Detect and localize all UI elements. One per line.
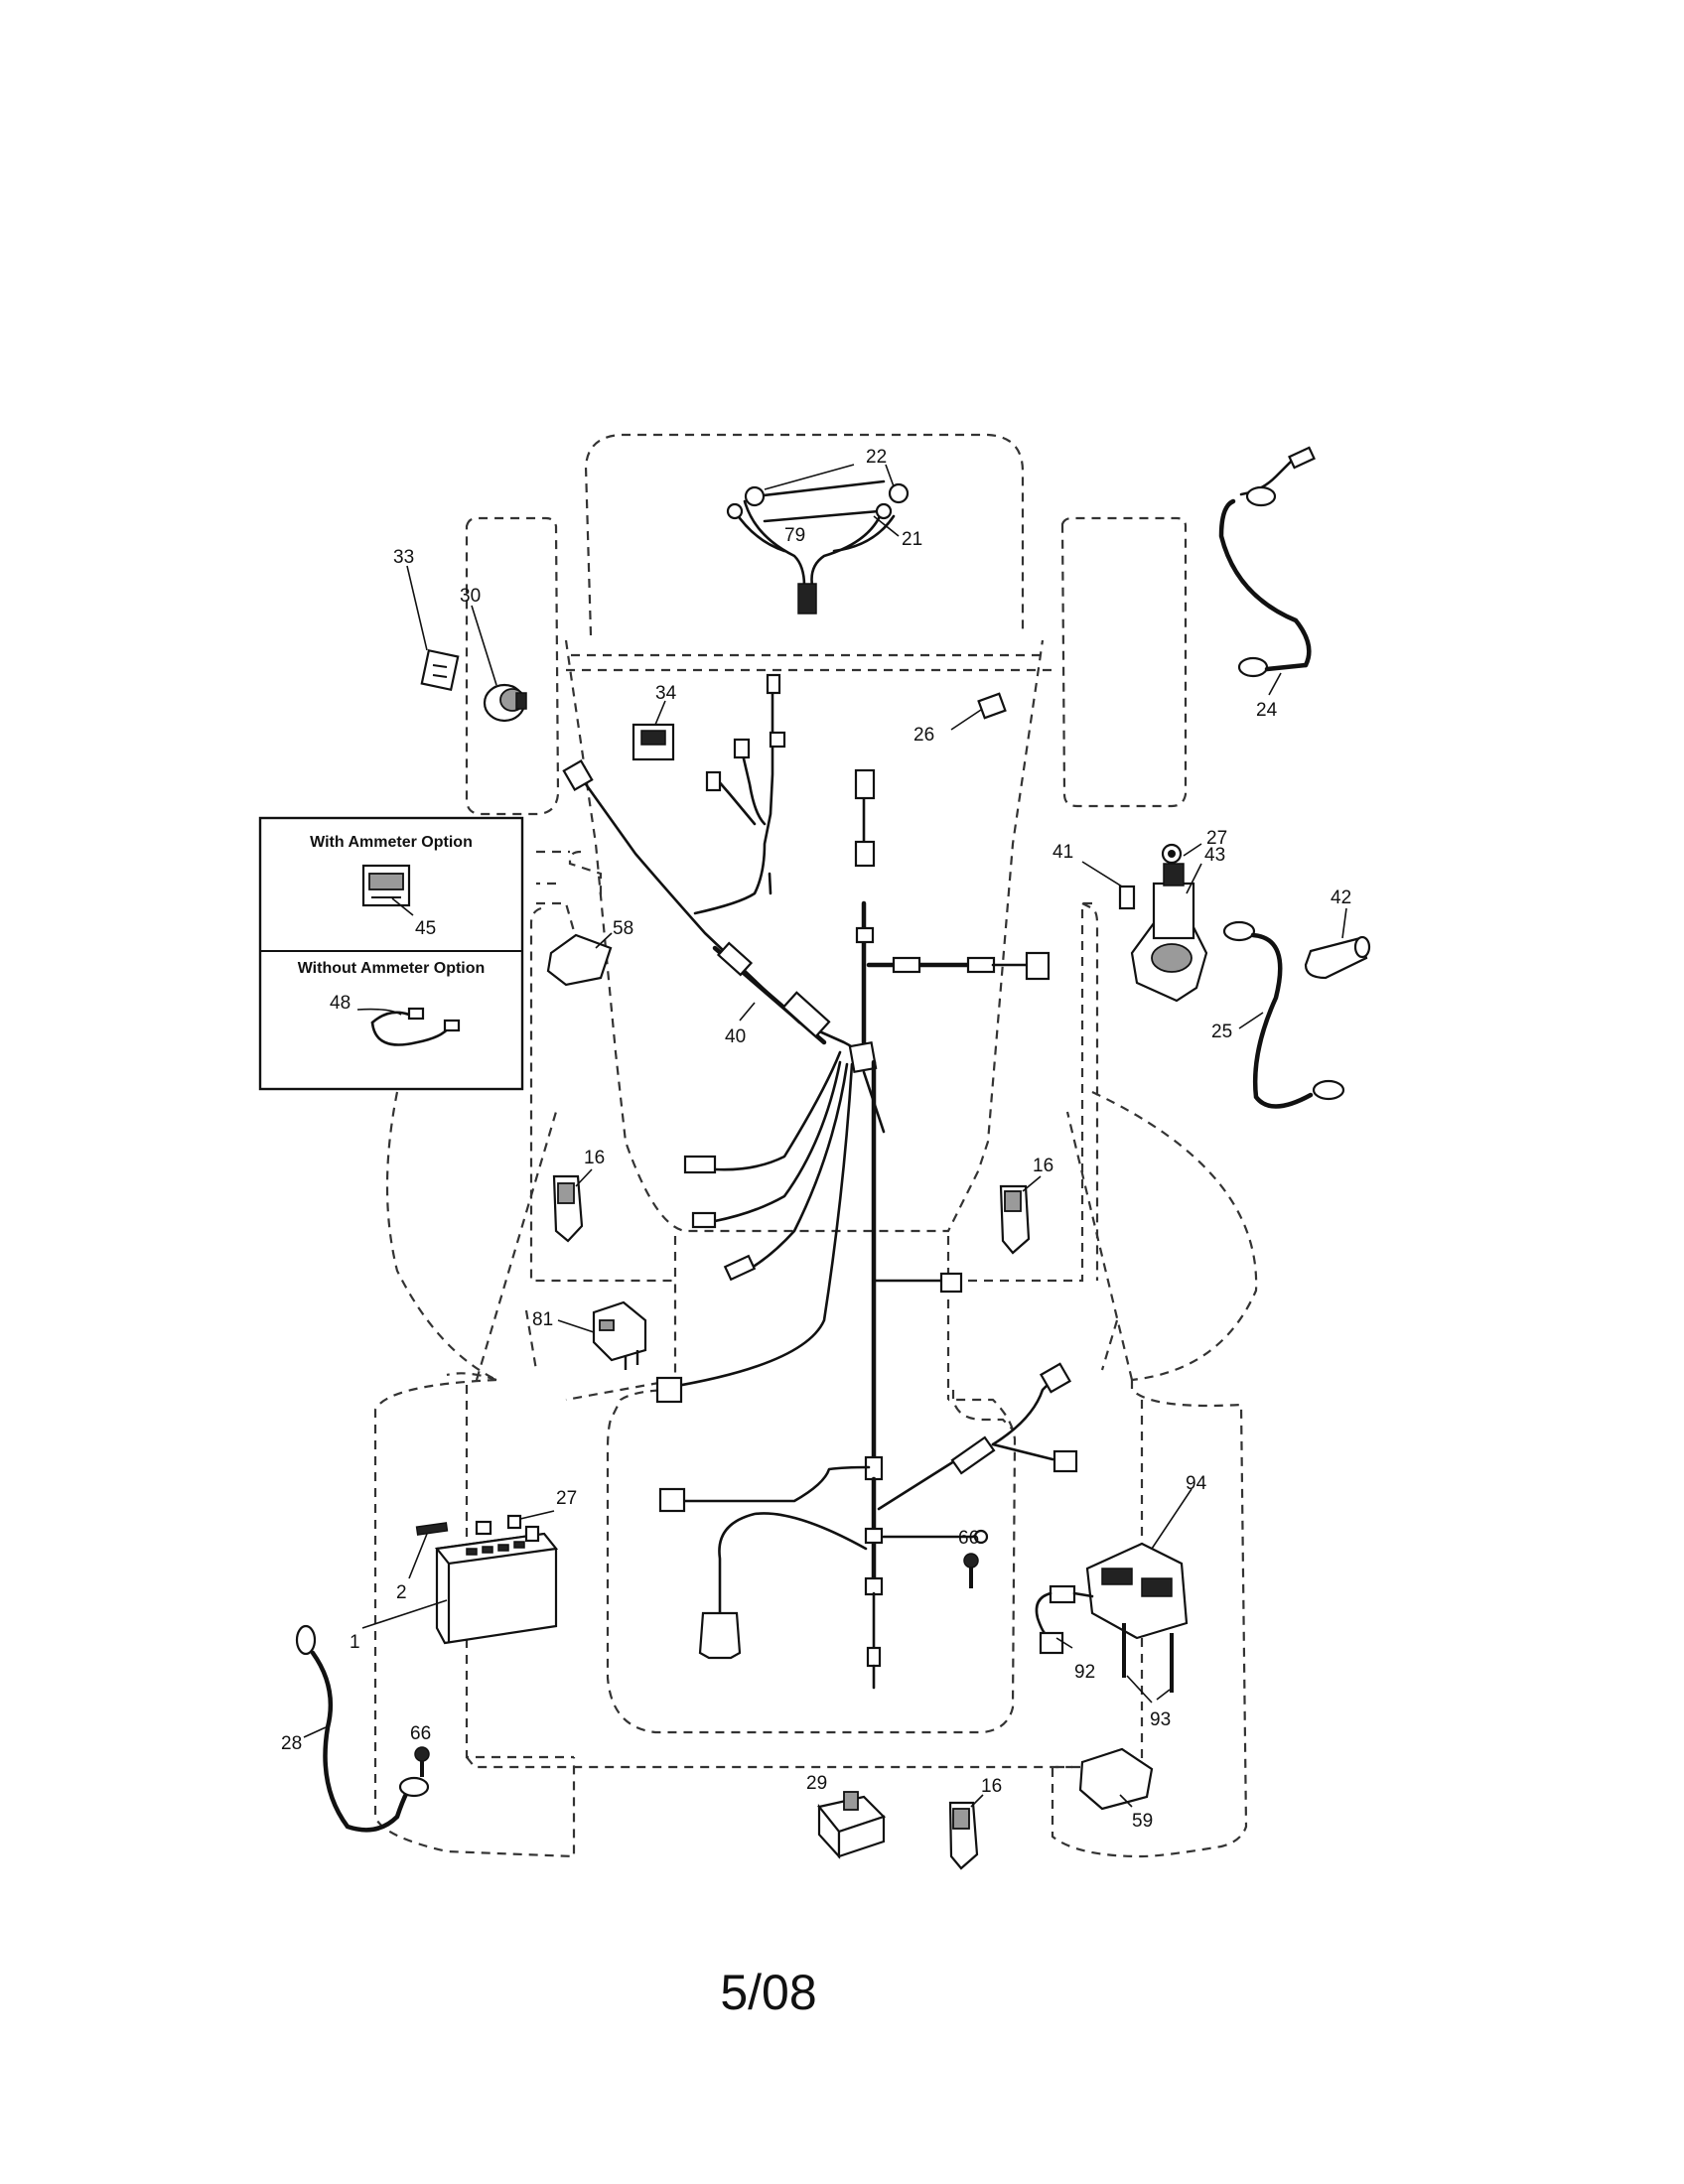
ammeter-icon [361,864,411,907]
callout-81: 81 [532,1309,553,1330]
relay-icon: 81 [532,1300,647,1370]
bolt-66-left: 66 [410,1723,431,1777]
callout-92: 92 [1074,1662,1095,1683]
callout-30: 30 [460,586,481,607]
callout-2: 2 [396,1582,407,1603]
callout-40: 40 [725,1026,746,1047]
cable-28: 28 [281,1624,430,1833]
jumper-wire-icon [370,1007,461,1046]
callout-45: 45 [415,918,436,939]
module-59: 59 [1078,1747,1154,1832]
terminal-cap-42: 42 [1304,887,1371,980]
callout-25: 25 [1211,1022,1232,1042]
harness-92: 92 [1035,1584,1095,1683]
callout-43: 43 [1204,845,1225,866]
callout-1: 1 [350,1632,360,1653]
bolt-66-right: 66 [958,1528,979,1588]
switch-16-left: 16 [552,1148,605,1243]
callout-29: 29 [806,1773,827,1794]
ignition-switch-icon: 30 [460,586,527,723]
battery-bolt-2: 2 [396,1520,492,1603]
battery-icon [434,1525,559,1645]
callout-33: 33 [393,547,414,568]
module-94: 94 [1085,1473,1207,1640]
callout-24: 24 [1256,700,1278,721]
switch-29: 29 [806,1773,887,1859]
callout-42: 42 [1331,887,1351,908]
callout-26: 26 [913,725,934,746]
switch-34: 34 [632,683,677,761]
cable-25: 25 [1211,920,1345,1109]
callout-22: 22 [866,447,887,468]
callout-94: 94 [1186,1473,1207,1494]
callout-66-right: 66 [958,1528,979,1549]
switch-16-bottom: 16 [948,1776,1002,1870]
callout-27-top: 27 [1206,828,1227,849]
callout-58: 58 [613,918,633,939]
ammeter-option-box: With Ammeter Option Without Ammeter Opti… [258,816,524,1091]
module-58: 58 [546,918,633,987]
callout-16-left: 16 [584,1148,605,1168]
callout-41: 41 [1052,842,1073,863]
callout-21: 21 [902,529,922,550]
callout-66-left: 66 [410,1723,431,1744]
main-harness-40 [562,673,1078,1690]
with-ammeter-label: With Ammeter Option [310,834,473,851]
ground-cable-24: 24 [1218,446,1316,721]
callout-59: 59 [1132,1811,1153,1832]
screws-93: 93 [1122,1623,1174,1730]
callout-28: 28 [281,1733,302,1754]
callout-79: 79 [784,525,805,546]
callout-16-right: 16 [1033,1156,1053,1176]
callout-16-bottom: 16 [981,1776,1002,1797]
switch-16-right: 16 [999,1156,1053,1255]
switch-33: 33 [393,547,460,692]
headlight-bulb-icon [726,482,910,520]
callout-93: 93 [1150,1709,1171,1730]
fuse-26: 26 [913,692,1007,746]
battery-nut-27: 27 [506,1488,577,1530]
footer-date: 5/08 [720,1965,816,2020]
callout-34: 34 [655,683,677,704]
without-ammeter-label: Without Ammeter Option [298,960,486,977]
solenoid-icon: 27 41 43 [1052,828,1227,1003]
callout-48: 48 [330,993,351,1014]
headlight-harness: 22 79 21 [726,447,922,614]
callout-27-bottom: 27 [556,1488,577,1509]
